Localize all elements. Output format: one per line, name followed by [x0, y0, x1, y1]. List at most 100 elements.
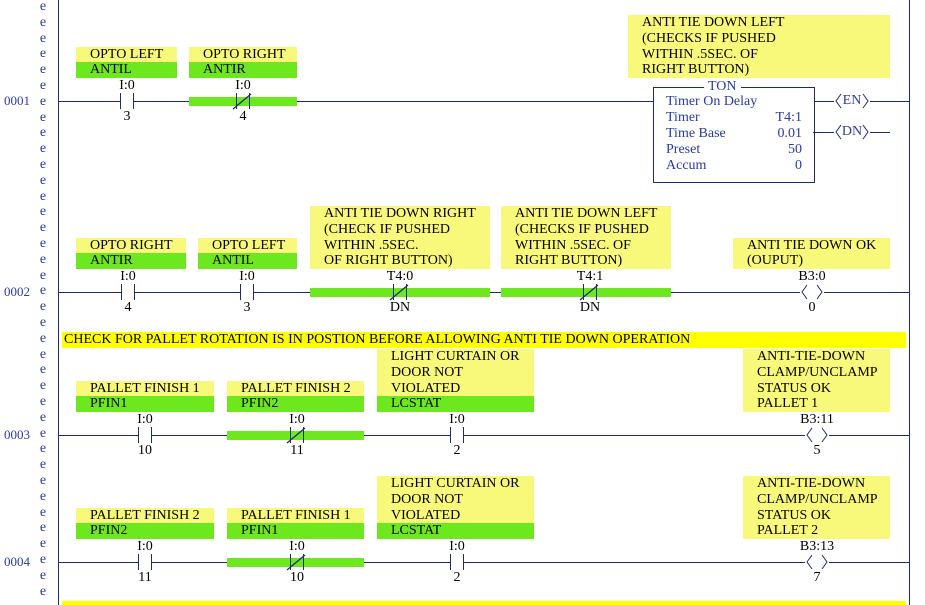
examine-off-contact[interactable] — [286, 554, 306, 571]
instruction-address: I:0 — [289, 539, 305, 554]
comment-line: LIGHT CURTAIN OR — [391, 476, 520, 492]
comment-line: ANTI TIE DOWN OK — [747, 237, 877, 253]
instruction-address: I:0 — [289, 412, 305, 427]
examine-off-contact[interactable] — [286, 427, 306, 444]
comment-line: (CHECKS IF PUSHED — [515, 221, 649, 237]
examine-on-contact[interactable] — [450, 554, 464, 570]
rung-number: 0003 — [4, 427, 30, 442]
right-power-rail — [909, 0, 910, 605]
examine-on-contact[interactable] — [240, 284, 254, 300]
output-coil[interactable] — [800, 284, 824, 300]
rung-edit-marker: e — [39, 299, 47, 315]
instruction-bit: 4 — [124, 300, 132, 315]
rung-edit-marker: e — [39, 14, 47, 30]
rung-edit-marker: e — [39, 330, 47, 346]
rung-edit-marker: e — [39, 251, 47, 267]
rung-edit-marker: e — [39, 552, 47, 567]
examine-off-contact[interactable] — [579, 284, 599, 301]
comment-line: PALLET FINISH 2 — [241, 380, 351, 396]
comment-line: PALLET 2 — [757, 523, 819, 539]
rung-edit-marker: e — [39, 536, 47, 552]
examine-on-contact[interactable] — [138, 554, 152, 570]
symbol-label: LCSTAT — [377, 523, 534, 539]
output-bit: 0 — [808, 300, 816, 315]
rung-edit-marker: e — [39, 141, 47, 157]
examine-on-contact[interactable] — [121, 284, 135, 300]
rung-wire — [58, 435, 909, 436]
comment-line: ANTI TIE DOWN LEFT — [515, 206, 658, 222]
examine-off-contact[interactable] — [389, 284, 409, 301]
symbol-label: ANTIL — [198, 253, 297, 269]
output-coil[interactable] — [805, 427, 829, 443]
coil-brackets-icon — [806, 427, 828, 443]
timer-field-label: Time Base — [666, 125, 726, 141]
next-rung-comment — [62, 601, 906, 605]
timer-field-value: 0.01 — [777, 125, 803, 141]
symbol-label: ANTIR — [76, 253, 186, 269]
comment-line: CLAMP/UNCLAMP — [757, 364, 878, 380]
comment-line: ANTI TIE DOWN RIGHT — [324, 206, 476, 222]
rung-edit-marker: e — [39, 409, 47, 425]
examine-on-contact[interactable] — [450, 427, 464, 443]
symbol-label: PFIN1 — [76, 396, 214, 412]
comment-line: OPTO LEFT — [90, 46, 164, 62]
instruction-address: I:0 — [235, 78, 251, 93]
comment-line: VIOLATED — [391, 380, 461, 396]
timer-field-label: Accum — [666, 157, 707, 173]
instruction-bit: 11 — [138, 570, 152, 585]
output-bit: 7 — [813, 570, 821, 585]
comment-line: DOOR NOT — [391, 491, 463, 507]
comment-line: (CHECK IF PUSHED — [324, 221, 451, 237]
coil-brackets-icon — [835, 93, 869, 109]
comment-line: LIGHT CURTAIN OR — [391, 349, 520, 365]
examine-off-contact[interactable] — [232, 93, 252, 110]
instruction-bit: DN — [389, 300, 411, 315]
comment-line: ANTI-TIE-DOWN — [757, 349, 866, 365]
normally-closed-slash-icon — [232, 93, 252, 110]
symbol-label: ANTIL — [76, 62, 177, 78]
examine-on-contact[interactable] — [138, 427, 152, 443]
instruction-bit: 11 — [290, 443, 304, 458]
rung-edit-marker: e — [39, 30, 47, 46]
comment-line: ANTI-TIE-DOWN — [757, 476, 866, 492]
rung-edit-marker: e — [39, 204, 47, 220]
rung-number: 0001 — [4, 93, 30, 108]
rung-edit-marker: e — [39, 488, 47, 504]
comment-line: (OUPUT) — [747, 253, 803, 269]
comment-line: OPTO RIGHT — [90, 237, 173, 253]
symbol-label: PFIN2 — [76, 523, 214, 539]
rung-edit-marker: e — [39, 157, 47, 172]
rung-edit-marker: e — [39, 62, 47, 78]
output-address: B3:13 — [799, 539, 835, 554]
rung-edit-marker: e — [39, 457, 47, 473]
timer-field: Time Base 0.01 — [666, 126, 802, 142]
rung-edit-marker: e — [39, 473, 47, 488]
comment-line: PALLET FINISH 1 — [241, 507, 351, 523]
rung-edit-marker: e — [39, 283, 47, 299]
examine-on-contact[interactable] — [120, 93, 134, 109]
rung-edit-marker: e — [39, 236, 47, 251]
output-bit: 5 — [813, 443, 821, 458]
rung-edit-marker: e — [39, 46, 47, 62]
instruction-bit: 3 — [243, 300, 251, 315]
instruction-bit: 10 — [138, 443, 152, 458]
rung-edit-marker: e — [39, 583, 47, 599]
output-coil[interactable] — [805, 554, 829, 570]
rung-edit-marker: e — [39, 504, 47, 520]
instruction-address: I:0 — [120, 269, 136, 284]
timer-en-output[interactable]: EN — [834, 93, 870, 109]
rung-edit-marker: e — [39, 172, 47, 188]
comment-line: OPTO RIGHT — [203, 46, 286, 62]
timer-dn-output[interactable]: DN — [834, 124, 870, 140]
comment-line: RIGHT BUTTON) — [515, 253, 623, 269]
